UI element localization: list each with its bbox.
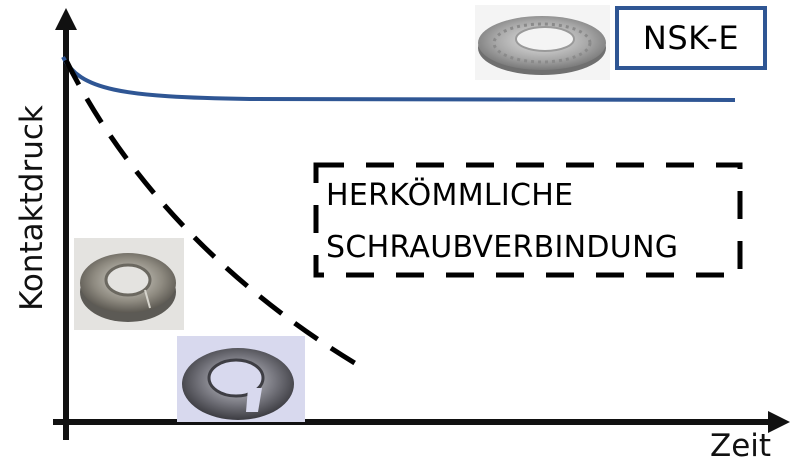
conventional-label-line1: HERKÖMMLICHE (326, 178, 574, 213)
x-axis (53, 411, 790, 433)
nsk-e-washer-photo (475, 5, 610, 80)
conventional-label-line2: SCHRAUBVERBINDUNG (326, 230, 679, 265)
conventional-curve (63, 58, 360, 368)
conventional-label: HERKÖMMLICHE SCHRAUBVERBINDUNG (326, 170, 678, 274)
split-lock-washer-photo-1 (74, 238, 184, 330)
x-axis-label: Zeit (710, 428, 772, 464)
nsk-e-label: NSK-E (642, 19, 740, 57)
y-axis (55, 8, 77, 440)
y-axis-label: Kontaktdruck (14, 105, 50, 311)
conventional-label-box (313, 162, 743, 278)
split-lock-washer-photo-2 (177, 336, 305, 422)
nsk-e-label-box: NSK-E (615, 6, 767, 70)
